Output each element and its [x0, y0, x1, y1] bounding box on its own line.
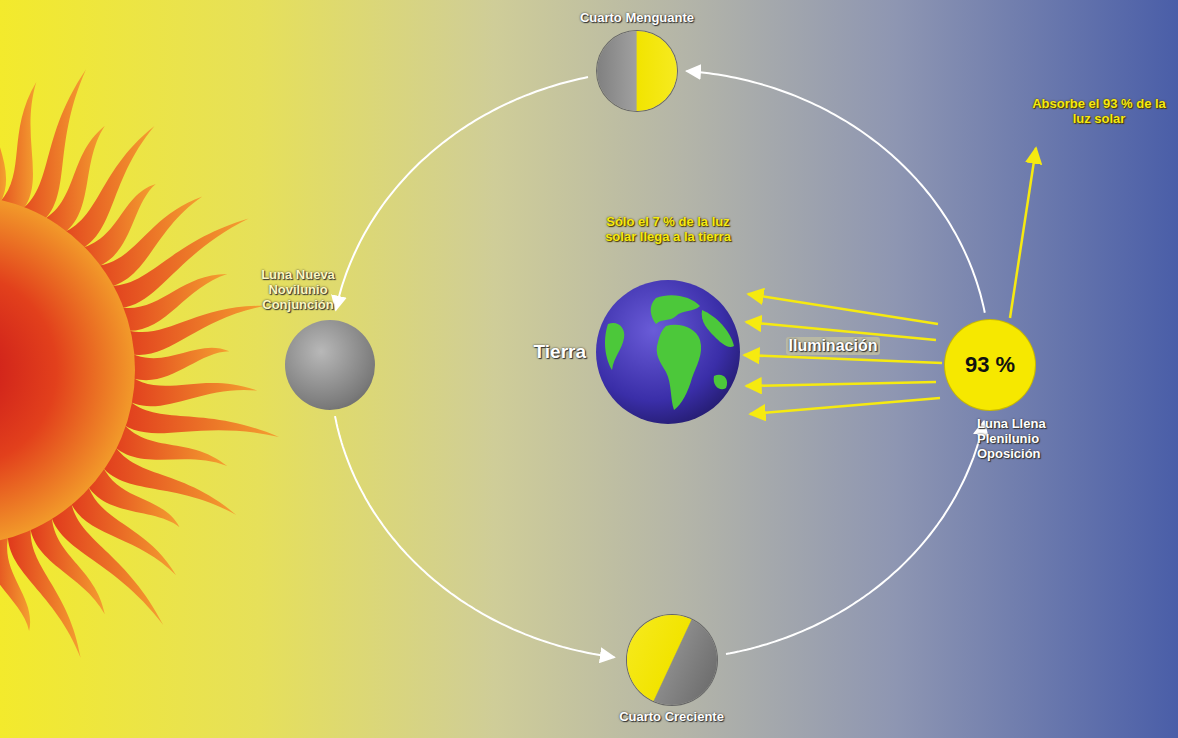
phase-label: Luna Nueva Novilunio Conjunción	[248, 267, 348, 312]
edge-label: Iluminación	[786, 337, 881, 355]
moon-new: Luna Nueva Novilunio Conjunción	[285, 320, 375, 410]
orbit-arrow	[687, 71, 985, 313]
orbit-arrow	[726, 421, 984, 654]
orbit-arrow	[336, 77, 588, 310]
earth-globe: Tierra	[596, 280, 740, 424]
orbit-arrow	[335, 416, 614, 657]
sun-flame	[113, 389, 279, 437]
light-rays	[746, 148, 1036, 414]
moon-waxing-quarter: Cuarto Creciente	[627, 615, 717, 705]
note-label: Sólo el 7 % de la luz solar llega a la t…	[593, 214, 743, 244]
percent-value: 93 %	[945, 320, 1035, 410]
sun-flame	[118, 367, 257, 406]
earth-label: Tierra	[534, 341, 586, 363]
phase-label: Cuarto Menguante	[580, 10, 694, 25]
moon-waning-quarter: Cuarto Menguante	[597, 31, 677, 111]
note-label: Absorbe el 93 % de la luz solar	[1032, 96, 1166, 126]
sun-body	[0, 195, 135, 545]
earth-drawing	[596, 280, 740, 424]
light-arrow	[744, 355, 942, 363]
moon-full: 93 %Luna Llena Plenilunio Oposición	[945, 320, 1035, 410]
sun-flame	[0, 82, 36, 219]
phase-label: Luna Llena Plenilunio Oposición	[977, 416, 1072, 461]
phase-label: Cuarto Creciente	[619, 709, 724, 724]
sun-flame	[113, 306, 265, 355]
